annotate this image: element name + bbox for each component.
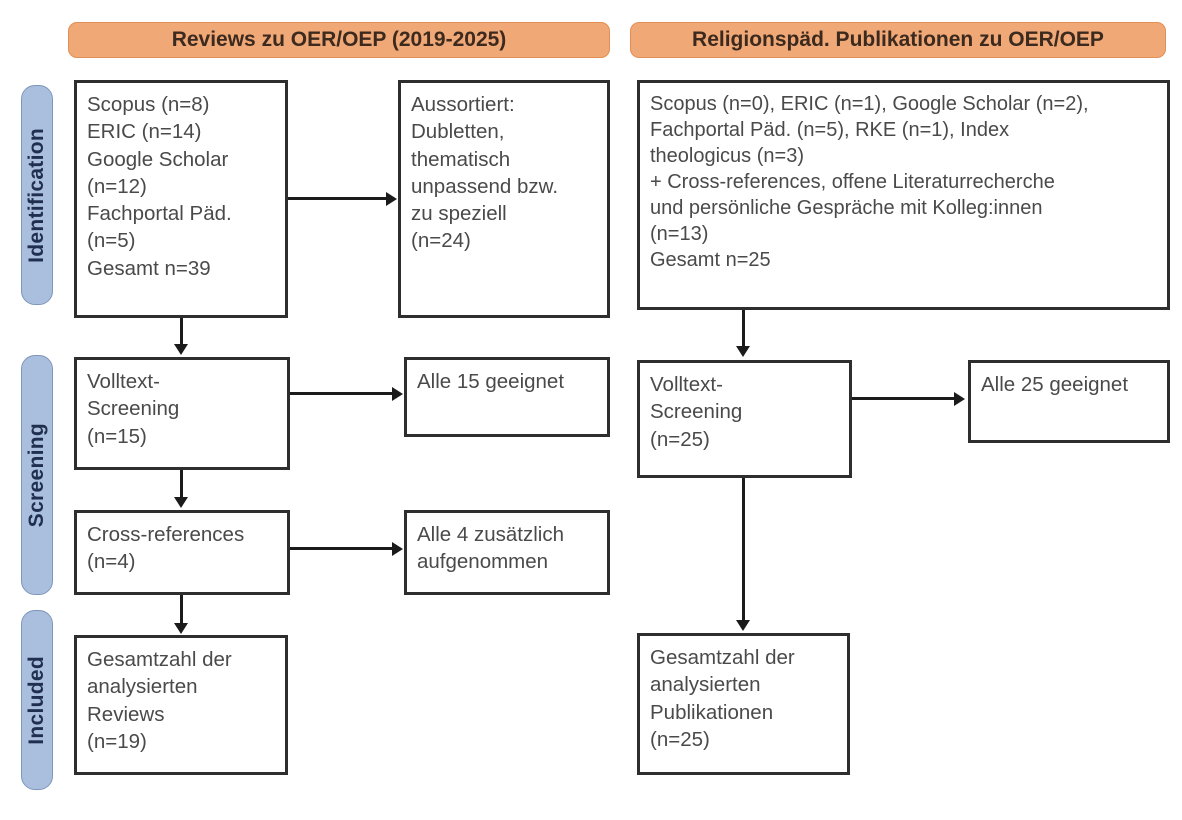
arrowhead-left-sources-to-excluded [386,192,397,206]
box-right-sources: Scopus (n=0), ERIC (n=1), Google Scholar… [637,80,1170,310]
arrowhead-left-crossrefs-to-result [392,542,403,556]
box-left-crossrefs-result: Alle 4 zusätzlich aufgenommen [404,510,610,595]
box-left-excluded: Aussortiert: Dubletten, thematisch unpas… [398,80,610,318]
stage-tab-screening-label: Screening [25,422,48,528]
connector-right-fulltext-to-included [742,478,745,621]
arrowhead-right-fulltext-to-result [954,392,965,406]
stage-tab-included-label: Included [25,655,48,745]
arrowhead-left-fulltext-to-result [392,387,403,401]
box-left-included-total: Gesamtzahl der analysierten Reviews (n=1… [74,635,288,775]
box-left-fulltext-result: Alle 15 geeignet [404,357,610,437]
box-left-fulltext-screening: Volltext- Screening (n=15) [74,357,290,470]
stage-tab-screening: Screening [21,355,53,595]
arrowhead-right-fulltext-to-included [736,620,750,631]
arrowhead-left-fulltext-to-crossrefs [174,497,188,508]
stage-tab-included: Included [21,610,53,790]
box-right-included-total: Gesamtzahl der analysierten Publikatione… [637,633,850,775]
connector-right-sources-to-fulltext [742,310,745,348]
stage-tab-identification: Identification [21,85,53,305]
connector-left-crossrefs-to-result [290,547,392,550]
connector-left-sources-to-excluded [288,197,386,200]
connector-left-crossrefs-to-included [180,595,183,624]
box-left-sources: Scopus (n=8) ERIC (n=14) Google Scholar … [74,80,288,318]
arrowhead-left-crossrefs-to-included [174,623,188,634]
connector-right-fulltext-to-result [852,397,954,400]
connector-left-sources-to-fulltext [180,318,183,346]
connector-left-fulltext-to-crossrefs [180,470,183,498]
box-right-fulltext-result: Alle 25 geeignet [968,360,1170,443]
stage-tab-identification-label: Identification [25,127,48,263]
box-right-fulltext-screening: Volltext- Screening (n=25) [637,360,852,478]
column-header-left: Reviews zu OER/OEP (2019-2025) [68,22,610,58]
connector-left-fulltext-to-result [290,392,392,395]
arrowhead-left-sources-to-fulltext [174,344,188,355]
box-left-crossrefs: Cross-references (n=4) [74,510,290,595]
arrowhead-right-sources-to-fulltext [736,346,750,357]
column-header-right: Religionspäd. Publikationen zu OER/OEP [630,22,1166,58]
